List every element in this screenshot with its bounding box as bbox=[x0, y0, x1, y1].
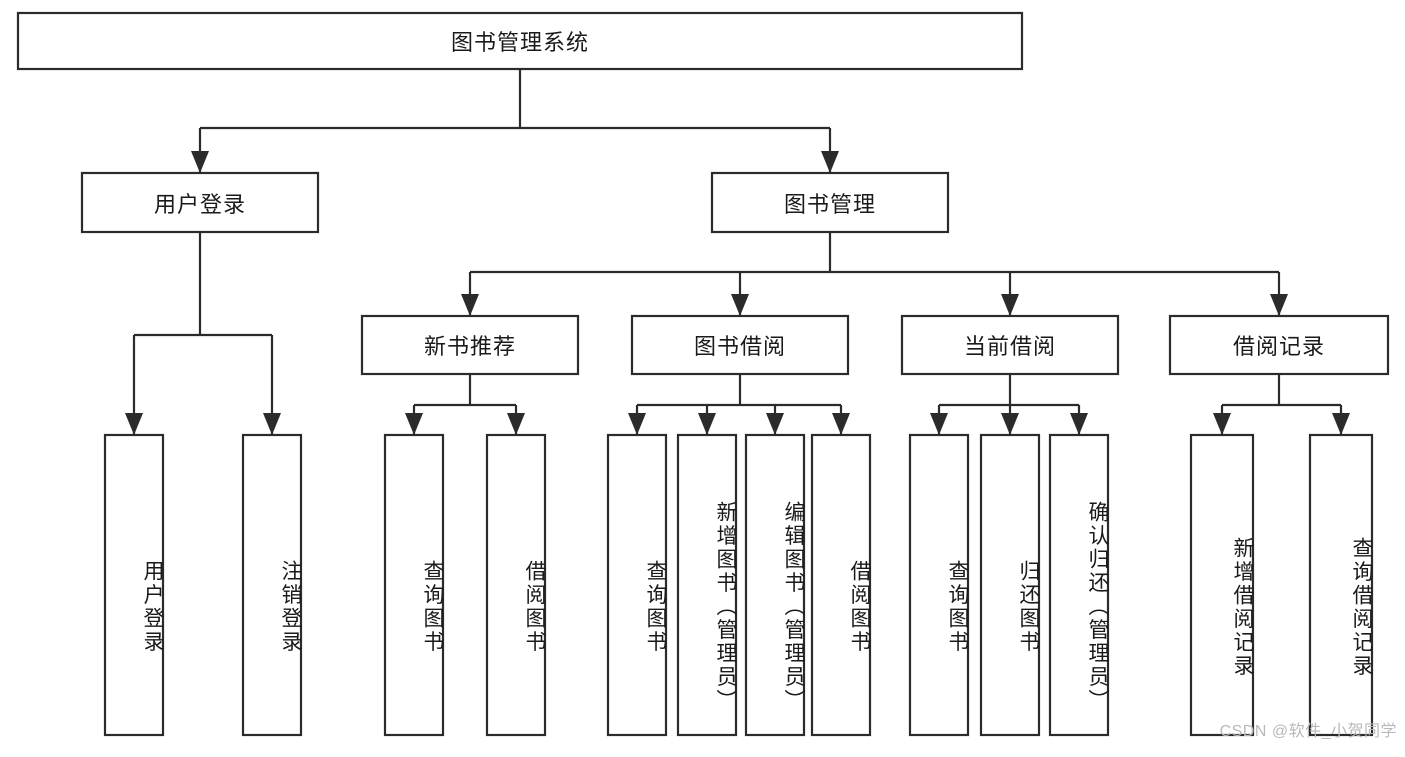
arrow-head-icon-current-borrow bbox=[1001, 294, 1019, 316]
arrow-head-icon-new-book-rec bbox=[461, 294, 479, 316]
arrow-head-icon-book-borrow bbox=[731, 294, 749, 316]
node-box-bb-query-book[interactable] bbox=[606, 433, 668, 737]
arrow-head-icon-cb-return-book bbox=[1001, 413, 1019, 435]
node-box-cb-query-book[interactable] bbox=[908, 433, 970, 737]
node-box-book-manage[interactable] bbox=[710, 171, 950, 234]
arrow-head-icon-cb-query-book bbox=[930, 413, 948, 435]
node-box-root[interactable] bbox=[16, 11, 1024, 71]
arrow-head-icon-bb-edit-book bbox=[766, 413, 784, 435]
node-box-br-query-record[interactable] bbox=[1308, 433, 1374, 737]
arrow-head-icon-bb-borrow-book bbox=[832, 413, 850, 435]
node-box-br-add-record[interactable] bbox=[1189, 433, 1255, 737]
node-box-bb-borrow-book[interactable] bbox=[810, 433, 872, 737]
arrow-head-icon-br-query-record bbox=[1332, 413, 1350, 435]
node-box-leaf-user-login[interactable] bbox=[103, 433, 165, 737]
arrow-head-icon-leaf-user-login bbox=[125, 413, 143, 435]
node-box-user-login[interactable] bbox=[80, 171, 320, 234]
node-box-nbr-borrow-book[interactable] bbox=[485, 433, 547, 737]
node-box-new-book-rec[interactable] bbox=[360, 314, 580, 376]
node-box-nbr-query-book[interactable] bbox=[383, 433, 445, 737]
arrow-head-icon-nbr-borrow-book bbox=[507, 413, 525, 435]
connector-lines-layer bbox=[125, 69, 1350, 435]
arrow-head-icon-br-add-record bbox=[1213, 413, 1231, 435]
arrow-head-icon-borrow-record bbox=[1270, 294, 1288, 316]
node-box-bb-add-book[interactable] bbox=[676, 433, 738, 737]
node-box-book-borrow[interactable] bbox=[630, 314, 850, 376]
arrow-head-icon-user-login bbox=[191, 151, 209, 173]
arrow-head-icon-book-manage bbox=[821, 151, 839, 173]
node-box-leaf-user-logout[interactable] bbox=[241, 433, 303, 737]
node-boxes-layer bbox=[16, 11, 1390, 737]
arrow-head-icon-nbr-query-book bbox=[405, 413, 423, 435]
arrow-head-icon-bb-add-book bbox=[698, 413, 716, 435]
node-box-bb-edit-book[interactable] bbox=[744, 433, 806, 737]
node-box-cb-confirm-return[interactable] bbox=[1048, 433, 1110, 737]
node-box-borrow-record[interactable] bbox=[1168, 314, 1390, 376]
node-box-cb-return-book[interactable] bbox=[979, 433, 1041, 737]
arrow-head-icon-bb-query-book bbox=[628, 413, 646, 435]
watermark-text: CSDN @软件_小贺同学 bbox=[1219, 723, 1397, 740]
node-box-current-borrow[interactable] bbox=[900, 314, 1120, 376]
arrow-head-icon-leaf-user-logout bbox=[263, 413, 281, 435]
arrow-head-icon-cb-confirm-return bbox=[1070, 413, 1088, 435]
